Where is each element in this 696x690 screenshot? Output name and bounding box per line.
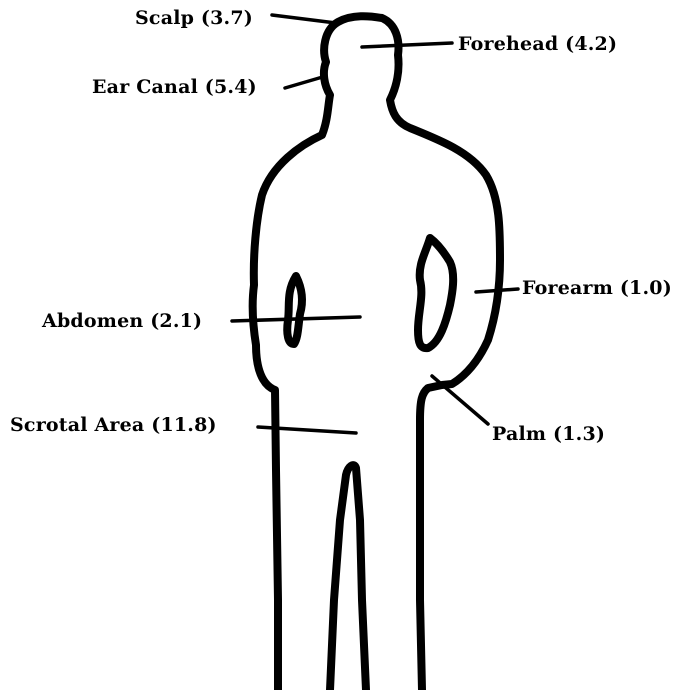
forehead-leader-line <box>362 43 452 47</box>
forehead-label: Forehead (4.2) <box>458 35 617 54</box>
scrotal-area-label: Scrotal Area (11.8) <box>10 416 217 435</box>
palm-label: Palm (1.3) <box>492 425 605 444</box>
scalp-leader-line <box>272 15 336 23</box>
forearm-leader-line <box>476 289 518 292</box>
scalp-label: Scalp (3.7) <box>135 9 253 28</box>
leader-lines <box>232 15 518 433</box>
left-arm-gap <box>287 276 302 344</box>
abdomen-label: Abdomen (2.1) <box>42 312 202 331</box>
ear-canal-leader-line <box>285 76 326 88</box>
right-arm-gap <box>418 238 453 348</box>
ear-canal-label: Ear Canal (5.4) <box>92 78 257 97</box>
forearm-label: Forearm (1.0) <box>522 279 672 298</box>
human-silhouette <box>253 16 500 690</box>
inner-legs-outline <box>330 465 366 690</box>
body-silhouette-outline <box>253 16 500 690</box>
